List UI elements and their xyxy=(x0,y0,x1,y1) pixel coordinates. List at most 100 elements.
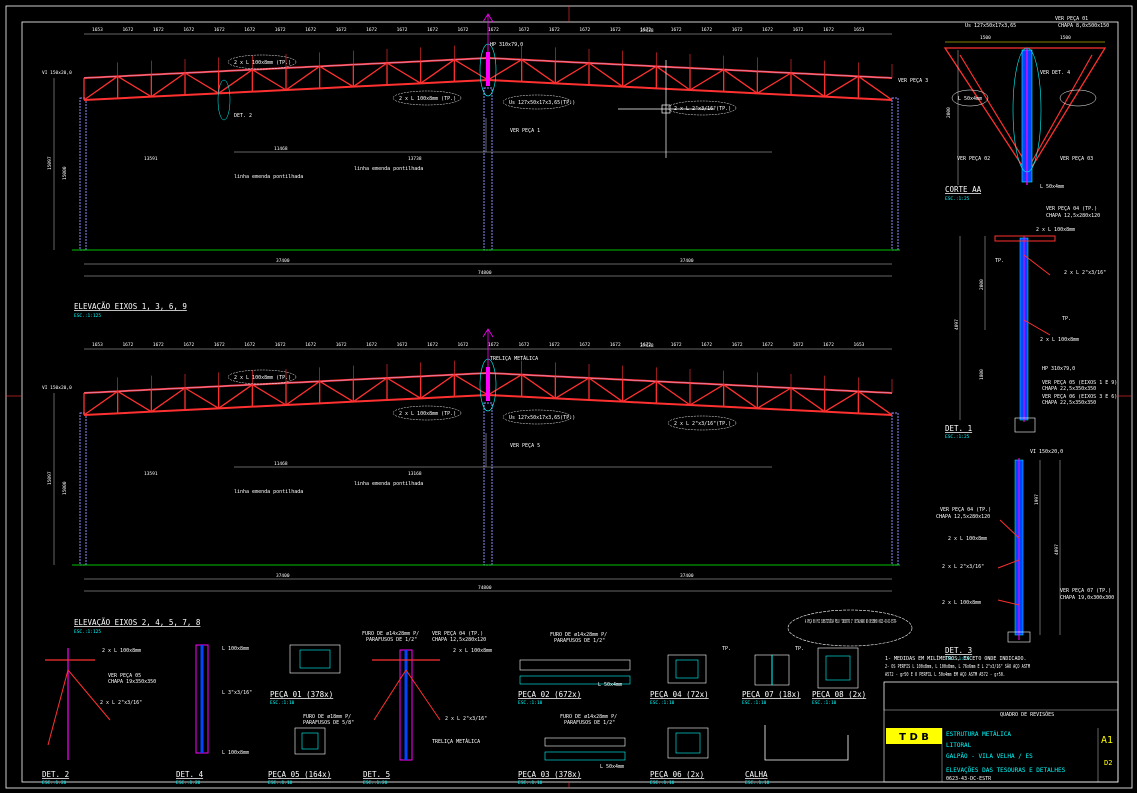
seam-label: linha emenda pontilhada xyxy=(354,481,423,487)
peca07-view[interactable]: TP. xyxy=(754,646,804,686)
note-bubble[interactable]: A PEÇA 08 FOI SUBSTITUÍDA PELO "INSERTO … xyxy=(787,609,913,647)
detail-scale: ESC.:1:10 xyxy=(650,700,675,706)
top-dim: 37438 xyxy=(640,343,654,349)
truss-panel-dim: 1672 xyxy=(488,342,499,348)
truss-panel-dim: 1672 xyxy=(701,27,712,33)
truss-panel-dim: 1653 xyxy=(92,27,103,33)
peca07-tp: TP. xyxy=(795,646,804,652)
truss-panel-dim: 1672 xyxy=(275,342,286,348)
detail-title: DET. 2 xyxy=(42,770,69,779)
eave-label: VI 150x20,0 xyxy=(42,385,72,391)
truss-diagonal xyxy=(857,75,893,101)
callout-label: 2 x L 2"x3/16"(TP.) xyxy=(674,421,731,427)
truss-diagonal xyxy=(790,387,826,413)
peca01-view[interactable]: FURO DE ø14x28mm P/ PARAFUSOS DE 1/2" xyxy=(289,631,419,674)
truss-diagonal xyxy=(251,384,287,406)
internal-dim: 13738 xyxy=(408,156,422,162)
corte-aa-view[interactable]: 2000 1500 1500 VER PEÇA 01 CHAPA 8,0x500… xyxy=(943,16,1109,202)
truss-diagonal xyxy=(487,59,523,81)
peca02-bar xyxy=(519,659,631,671)
truss-diagonal xyxy=(117,75,152,98)
peca06-inner xyxy=(675,732,701,754)
truss-diagonal xyxy=(588,377,624,403)
det3-brace xyxy=(997,559,1020,569)
det1-view[interactable]: 4097 2000 1800 VER PEÇA 04 (TP.) CHAPA 1… xyxy=(945,206,1117,440)
truss-panel-dim: 1672 xyxy=(427,27,438,33)
detail-title: PEÇA 07 (18x) xyxy=(742,690,801,699)
det3-label: VER PEÇA 07 (TP.) xyxy=(1060,588,1111,594)
det3-dim: 1997 xyxy=(1034,494,1040,505)
det5-label: CHAPA 12,5x280x120 xyxy=(432,637,486,643)
detail-scale: ESC.:1:10 xyxy=(742,700,767,706)
peca06-plate xyxy=(667,727,709,759)
center-column xyxy=(483,87,493,251)
peca04-inner xyxy=(675,659,699,679)
internal-dim: 11468 xyxy=(274,461,288,467)
det1-label: VER PEÇA 04 (TP.) xyxy=(1046,206,1097,212)
peca02-view[interactable]: FURO DE ø14x28mm P/ PARAFUSOS DE 1/2" L … xyxy=(519,632,631,688)
callout-bubble xyxy=(667,100,737,116)
drawing-border xyxy=(21,21,1119,783)
truss-panel-dim: 1672 xyxy=(214,342,225,348)
revision-table-title: QUADRO DE REVISÕES xyxy=(1000,711,1054,718)
det3-view[interactable]: 1997 4097 VI 150x20,0 VER PEÇA 04 (TP.) … xyxy=(936,449,1114,662)
top-dim: 37438 xyxy=(640,28,654,34)
peca03-view[interactable]: FURO DE ø14x28mm P/ PARAFUSOS DE 1/2" L … xyxy=(544,714,626,770)
detail-scale: ESC.:1:10 xyxy=(268,780,293,786)
peca08-view[interactable] xyxy=(817,647,859,689)
elevation-top-scale: ESC.:1:125 xyxy=(74,313,101,319)
corte-diagonal xyxy=(1029,54,1093,166)
peca05-view[interactable]: FURO DE ø18mm P/ PARAFUSOS DE 5/8" xyxy=(294,714,354,755)
det3-label: 2 x L 100x8mm xyxy=(942,600,981,606)
detail-scale: ESC.:1:10 xyxy=(518,700,543,706)
det3-label: CHAPA 19,0x300x300 xyxy=(1060,595,1114,601)
cad-crosshair-cursor[interactable] xyxy=(618,60,715,158)
truss-diagonal xyxy=(83,75,119,101)
truss-panel-dim: 1672 xyxy=(244,342,255,348)
det1-label: VER PEÇA 05 (EIXOS 1 E 9) xyxy=(1042,380,1117,386)
truss-panel-dim: 1672 xyxy=(823,27,834,33)
truss-diagonal xyxy=(790,72,826,98)
truss-panel-dim: 1672 xyxy=(732,342,743,348)
tb-line1: ESTRUTURA METÁLICA xyxy=(946,731,1011,738)
label-bubble xyxy=(1059,89,1097,107)
det3-label: 2 x L 2"x3/16" xyxy=(942,564,984,570)
detail-title: PEÇA 01 (378x) xyxy=(270,690,333,699)
peca04-view[interactable]: TP. xyxy=(667,646,731,684)
total-dim: 74800 xyxy=(478,270,492,276)
truss-panel-dim: 1672 xyxy=(458,342,469,348)
truss-diagonal xyxy=(352,62,388,88)
det1-brace xyxy=(1023,319,1051,336)
truss-diagonal xyxy=(184,72,220,94)
det5-view[interactable]: VER PEÇA 04 (TP.) CHAPA 12,5x280x120 2 x… xyxy=(372,631,492,761)
detail-title: DET. 4 xyxy=(176,770,204,779)
detail-title: PEÇA 02 (672x) xyxy=(518,690,581,699)
ver-peca-ref: VER PEÇA 1 xyxy=(510,128,540,134)
truss-panel-dim: 1672 xyxy=(153,342,164,348)
corte-label: Us 127x50x17x3,65 xyxy=(965,23,1016,29)
det5-label: TRELIÇA METÁLICA xyxy=(432,738,480,745)
peca03-bar xyxy=(544,751,626,761)
det5-brace xyxy=(373,669,407,721)
corte-aa-title: CORTE AA xyxy=(945,185,982,194)
ver-peca-ref: VER PEÇA 3 xyxy=(898,78,928,84)
det4-view[interactable]: L 100x8mm L 3"x3/16" L 100x8mm xyxy=(195,644,252,756)
det2-view[interactable]: 2 x L 100x8mm VER PEÇA 05 CHAPA 19x350x3… xyxy=(45,648,156,760)
truss-panel-dim: 1672 xyxy=(518,342,529,348)
title-block[interactable]: QUADRO DE REVISÕES T D B ESTRUTURA METÁL… xyxy=(883,681,1119,783)
det4-label: L 100x8mm xyxy=(222,750,249,756)
peca05-inner xyxy=(301,732,319,750)
peca06-view[interactable] xyxy=(667,727,709,759)
truss-panel-dim: 1672 xyxy=(671,342,682,348)
peca05-label: FURO DE ø18mm P/ xyxy=(303,714,351,720)
det2-brace xyxy=(67,669,111,721)
seam-label: linha emenda pontilhada xyxy=(354,166,423,172)
peca02-bar xyxy=(519,675,631,685)
det5-label: VER PEÇA 04 (TP.) xyxy=(432,631,483,637)
calha-profile xyxy=(764,725,849,761)
truss-panel-dim: 1672 xyxy=(275,27,286,33)
calha-view[interactable] xyxy=(764,725,849,761)
